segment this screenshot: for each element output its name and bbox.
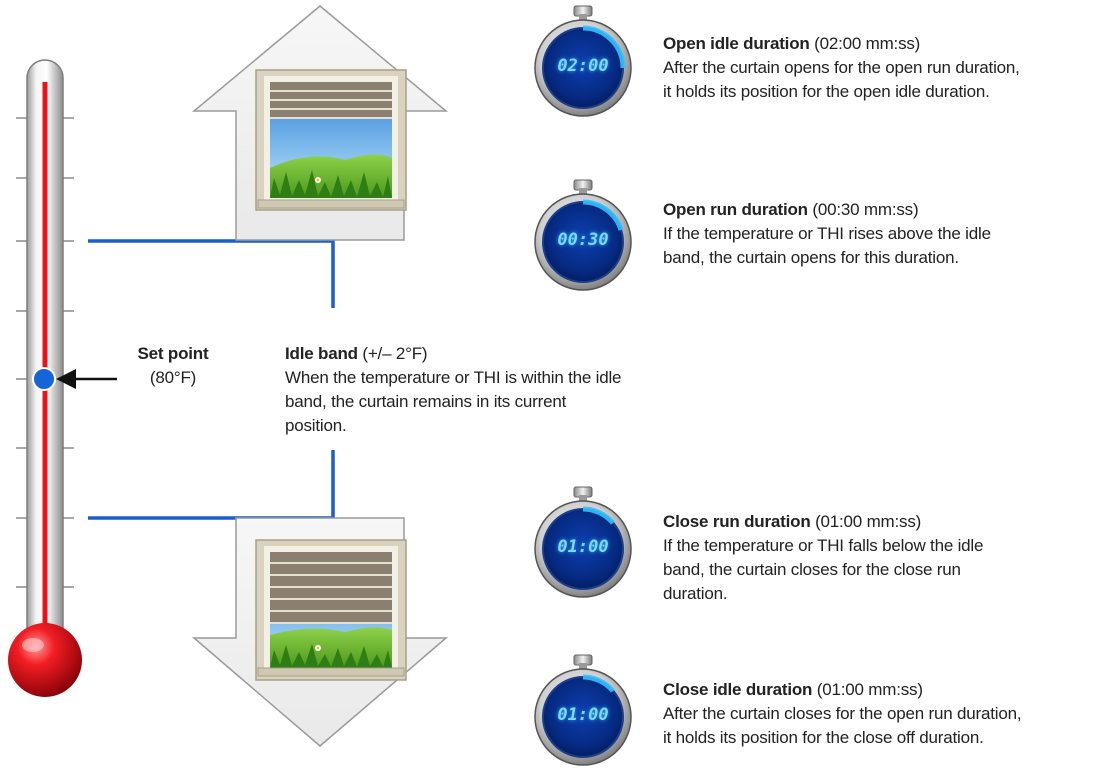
set-point-arrow xyxy=(56,369,117,389)
close-curtain-house xyxy=(191,517,449,747)
close-idle-timer-display: 01:00 xyxy=(557,705,609,725)
set-point-value: (80°F) xyxy=(149,368,197,387)
close-run-description-line: band, the curtain closes for the close r… xyxy=(663,560,961,579)
thermometer xyxy=(8,59,82,697)
stopwatch-icon xyxy=(534,486,632,598)
thermometer-bulb xyxy=(8,623,82,697)
close-idle-description-line: it holds its position for the close off … xyxy=(663,728,984,747)
open-run-duration-text: Open run duration (00:30 mm:ss) If the t… xyxy=(663,198,1108,270)
open-idle-value: (02:00 mm:ss) xyxy=(814,34,921,53)
open-idle-duration-text: Open idle duration (02:00 mm:ss) After t… xyxy=(663,32,1108,104)
open-run-description-line: band, the curtain opens for this duratio… xyxy=(663,248,959,267)
set-point-title: Set point xyxy=(137,344,209,363)
close-idle-duration-text: Close idle duration (01:00 mm:ss) After … xyxy=(663,678,1108,750)
idle-band-value: (+/– 2°F) xyxy=(362,344,428,363)
open-run-description-line: If the temperature or THI rises above th… xyxy=(663,224,991,243)
close-run-timer-display: 01:00 xyxy=(557,537,609,557)
close-run-title: Close run duration xyxy=(663,512,811,531)
stopwatch-icon xyxy=(534,654,632,766)
open-run-title: Open run duration xyxy=(663,200,808,219)
open-run-value: (00:30 mm:ss) xyxy=(812,200,919,219)
idle-band-description-line: band, the curtain remains in its current xyxy=(285,392,567,411)
set-point-label: Set point (80°F) xyxy=(118,342,228,390)
close-idle-value: (01:00 mm:ss) xyxy=(816,680,923,699)
close-run-value: (01:00 mm:ss) xyxy=(815,512,922,531)
open-run-timer-display: 00:30 xyxy=(557,230,609,250)
open-idle-description-line: After the curtain opens for the open run… xyxy=(663,58,1020,77)
open-idle-description-line: it holds its position for the open idle … xyxy=(663,82,990,101)
idle-band-description-line: When the temperature or THI is within th… xyxy=(285,368,622,387)
stopwatch-icon xyxy=(534,179,632,291)
upper-band-line xyxy=(88,239,335,308)
idle-band-description-line: position. xyxy=(285,416,347,435)
lower-band-line xyxy=(88,450,335,520)
open-idle-title: Open idle duration xyxy=(663,34,810,53)
set-point-marker xyxy=(32,367,56,391)
close-idle-description-line: After the curtain closes for the open ru… xyxy=(663,704,1022,723)
thermometer-mercury xyxy=(42,82,48,642)
open-idle-timer-display: 02:00 xyxy=(557,56,609,76)
close-run-description-line: If the temperature or THI falls below th… xyxy=(663,536,984,555)
close-run-description-line: duration. xyxy=(663,584,728,603)
idle-band-title: Idle band xyxy=(285,344,358,363)
open-curtain-house xyxy=(191,5,449,241)
thermometer-ticks xyxy=(16,117,74,588)
stopwatch-icon xyxy=(534,5,632,117)
close-run-duration-text: Close run duration (01:00 mm:ss) If the … xyxy=(663,510,1108,606)
close-idle-title: Close idle duration xyxy=(663,680,813,699)
idle-band-label: Idle band (+/– 2°F) When the temperature… xyxy=(285,342,725,438)
